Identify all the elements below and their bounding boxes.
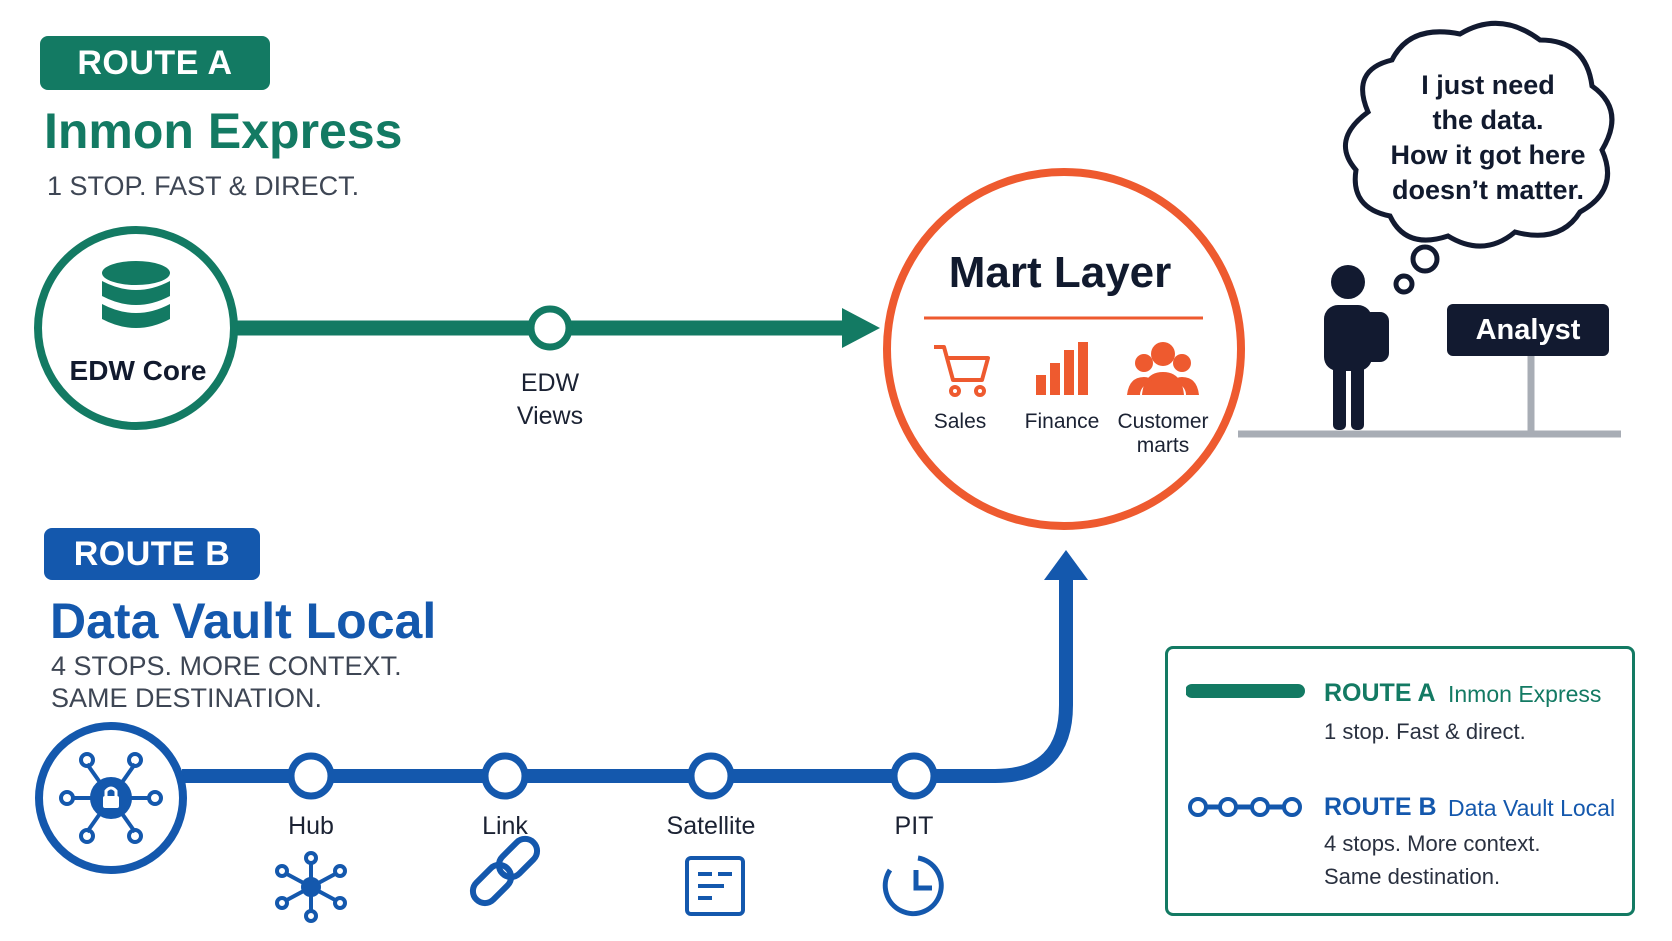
person-icon [1324,265,1389,430]
route-b-arrowhead [1044,550,1088,580]
legend-route-b-desc-line1: 4 stops. More context. [1324,831,1541,856]
route-a-subtitle: 1 STOP. FAST & DIRECT. [47,171,360,201]
thought-text: I just need the data. How it got here do… [1378,68,1598,208]
stop-link [481,752,529,800]
edw-views-label-line1: EDW [520,369,580,397]
legend-box: ROUTE A Inmon Express 1 stop. Fast & dir… [1165,646,1635,916]
route-b-subtitle-line2: SAME DESTINATION. [51,683,323,713]
cart-icon [934,345,990,397]
mart-sales-label: Sales [933,410,987,433]
clock-icon [882,855,944,917]
people-icon [1127,342,1199,395]
stop-link-label: Link [482,812,528,840]
edw-views-stop [527,305,573,351]
legend-route-a-desc: 1 stop. Fast & direct. [1324,719,1526,744]
document-list-icon [685,856,745,916]
stop-hub-label: Hub [288,812,334,840]
chain-link-icon [469,835,541,907]
legend-route-a-name: Inmon Express [1448,681,1602,707]
thought-line: I just need [1421,70,1555,100]
stop-satellite-label: Satellite [666,812,756,840]
platform [1238,356,1621,438]
route-b-subtitle-line1: 4 STOPS. MORE CONTEXT. [51,651,402,681]
lock-icon [103,786,119,808]
thought-line: the data. [1432,105,1544,135]
mart-layer-title: Mart Layer [948,248,1172,297]
edw-core-label: EDW Core [69,355,207,386]
mart-layer-station [883,168,1245,530]
legend-route-b-label: ROUTE B [1324,793,1437,821]
mart-customer-label-line2: marts [1136,434,1190,457]
mart-customer-label-line1: Customer [1117,410,1209,433]
stop-pit [890,752,938,800]
thought-line: doesn’t matter. [1391,175,1585,205]
route-a-badge: ROUTE A [40,36,270,90]
analyst-sign: Analyst [1447,304,1609,356]
route-b-stops [287,752,938,800]
legend-route-a-label: ROUTE A [1324,679,1436,707]
stop-pit-label: PIT [894,812,934,840]
stop-hub [287,752,335,800]
thought-bubble [1343,20,1615,295]
database-icon [102,261,170,328]
edw-views-label-line2: Views [516,402,584,430]
mart-finance-label: Finance [1024,410,1100,433]
legend-route-b-desc-line2: Same destination. [1324,864,1501,889]
route-b-line [182,580,1073,783]
bar-chart-icon [1036,342,1088,395]
legend-route-b-name: Data Vault Local [1448,795,1616,821]
legend-route-b-swatch [1188,797,1302,817]
legend-route-a-swatch [1186,684,1305,698]
route-b-title: Data Vault Local [50,593,437,649]
route-a-title: Inmon Express [44,103,403,159]
hub-network-icon [275,851,347,923]
route-b-badge: ROUTE B [44,528,260,580]
thought-line: How it got here [1390,140,1586,170]
stop-satellite [687,752,735,800]
